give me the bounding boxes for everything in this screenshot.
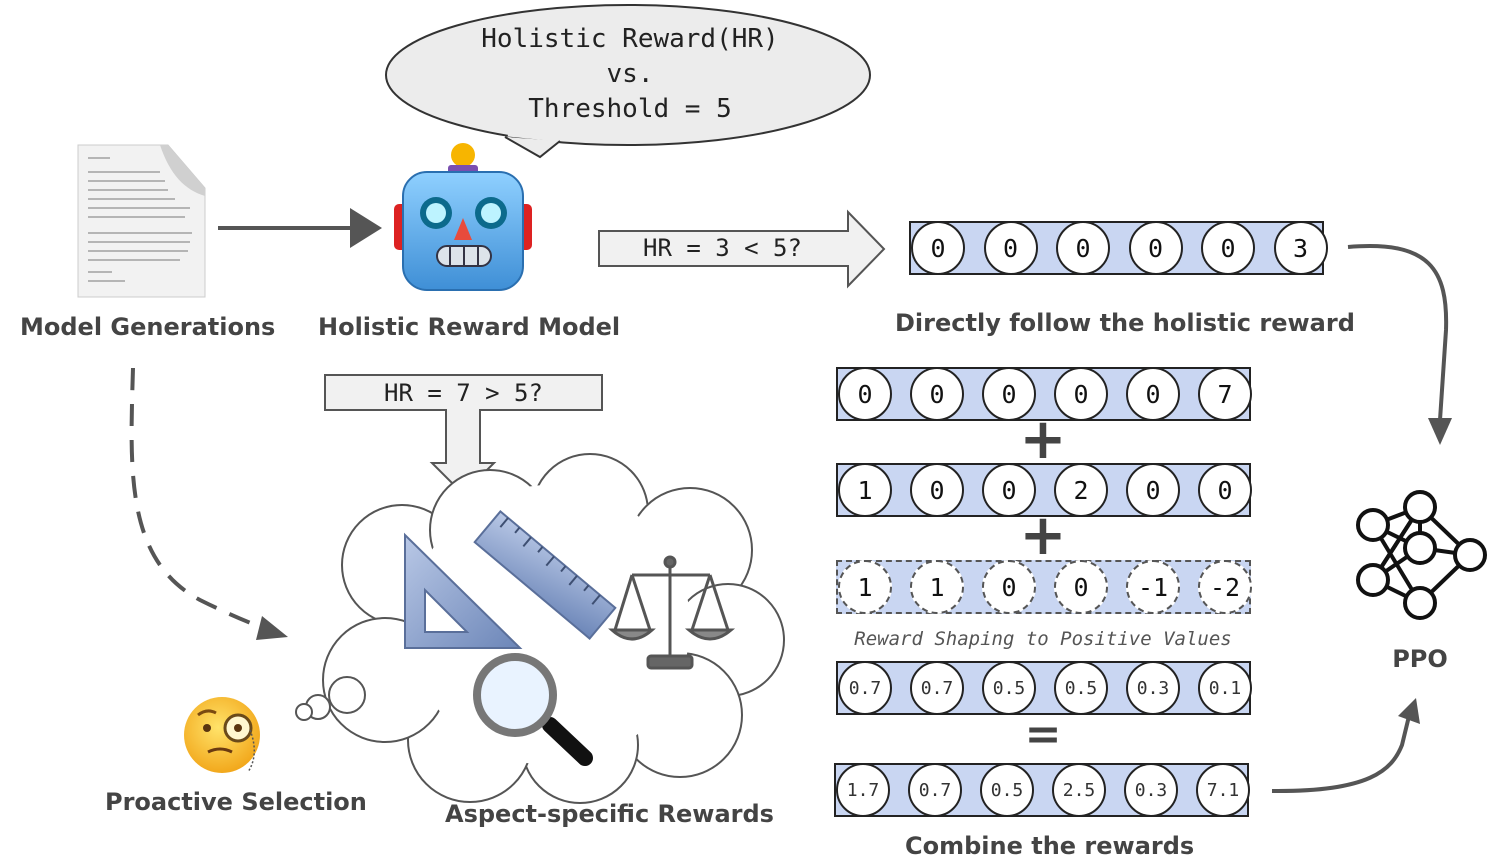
document-icon (77, 144, 206, 298)
reward-cell: 0.7 (908, 763, 962, 817)
reward-cell: 1 (838, 560, 892, 614)
aspect-specific-rewards-label: Aspect-specific Rewards (445, 800, 774, 828)
reward-row-holistic-direct (909, 221, 1324, 275)
reward-cell: 0 (1054, 367, 1108, 421)
reward-cell: 3 (1273, 221, 1328, 275)
reward-cell: 0 (1128, 221, 1183, 275)
reward-cell: 0.1 (1198, 661, 1252, 715)
reward-cell: 0.7 (838, 661, 892, 715)
directly-follow-label: Directly follow the holistic reward (895, 309, 1355, 337)
monocle-face-icon (184, 697, 260, 773)
reward-cell: 7.1 (1196, 763, 1250, 817)
reward-cell: 0 (910, 463, 964, 517)
speech-bubble-text: Holistic Reward(HR) vs. Threshold = 5 (390, 22, 870, 127)
low-condition-label: HR = 3 < 5? (643, 234, 802, 262)
high-condition-label: HR = 7 > 5? (384, 379, 543, 407)
ruler-icon (473, 510, 617, 640)
reward-cell: 1 (838, 463, 892, 517)
neural-network-icon (1356, 490, 1487, 620)
reward-cell: -2 (1198, 560, 1252, 614)
reward-row-penalties (836, 560, 1251, 614)
reward-cell: 0 (1198, 463, 1252, 517)
model-generations-label: Model Generations (20, 313, 276, 341)
reward-cell: 7 (1198, 367, 1252, 421)
combine-rewards-label: Combine the rewards (905, 832, 1195, 860)
holistic-reward-model-label: Holistic Reward Model (318, 313, 621, 341)
reward-cell: -1 (1126, 560, 1180, 614)
reward-row-holistic-high (836, 367, 1251, 421)
reward-cell: 0.5 (982, 661, 1036, 715)
reward-cell: 0 (910, 367, 964, 421)
ppo-label: PPO (1392, 645, 1448, 673)
reward-cell: 0.7 (910, 661, 964, 715)
magnifier-icon (473, 653, 593, 766)
reward-cell: 0 (983, 221, 1038, 275)
reward-shaping-label: Reward Shaping to Positive Values (854, 628, 1232, 650)
scales-icon (608, 555, 736, 670)
proactive-selection-label: Proactive Selection (105, 788, 367, 816)
reward-cell: 0 (1054, 560, 1108, 614)
reward-row-combined (834, 763, 1249, 817)
reward-cell: 0.5 (980, 763, 1034, 817)
reward-cell: 0 (1201, 221, 1255, 275)
reward-cell: 2.5 (1052, 763, 1106, 817)
reward-cell: 1.7 (836, 763, 890, 817)
reward-cell: 0 (1126, 367, 1180, 421)
reward-cell: 0.3 (1124, 763, 1178, 817)
reward-cell: 0 (911, 221, 965, 275)
robot-icon (394, 143, 532, 291)
reward-cell: 0 (982, 463, 1036, 517)
proactive-dashed-arrow (129, 367, 279, 636)
reward-cell: 2 (1054, 463, 1108, 517)
reward-row-aspect-rewards (836, 463, 1251, 517)
reward-row-shaped (836, 661, 1251, 715)
triangle-ruler-icon (404, 532, 523, 649)
bubble-line-2: vs. (606, 59, 654, 89)
reward-cell: 0.3 (1126, 661, 1180, 715)
reward-cell: 0 (1126, 463, 1180, 517)
speech-bubble (385, 4, 871, 159)
reward-cell: 0 (982, 560, 1036, 614)
reward-cell: 0.5 (1054, 661, 1108, 715)
low-condition-arrow (598, 209, 886, 289)
reward-cell: 0 (982, 367, 1036, 421)
reward-cell: 0 (838, 367, 892, 421)
reward-cell: 0 (1056, 221, 1110, 275)
bubble-line-3: Threshold = 5 (528, 94, 732, 124)
bubble-line-1: Holistic Reward(HR) (481, 24, 779, 54)
equals-operator: = (1024, 709, 1062, 760)
reward-cell: 1 (910, 560, 964, 614)
